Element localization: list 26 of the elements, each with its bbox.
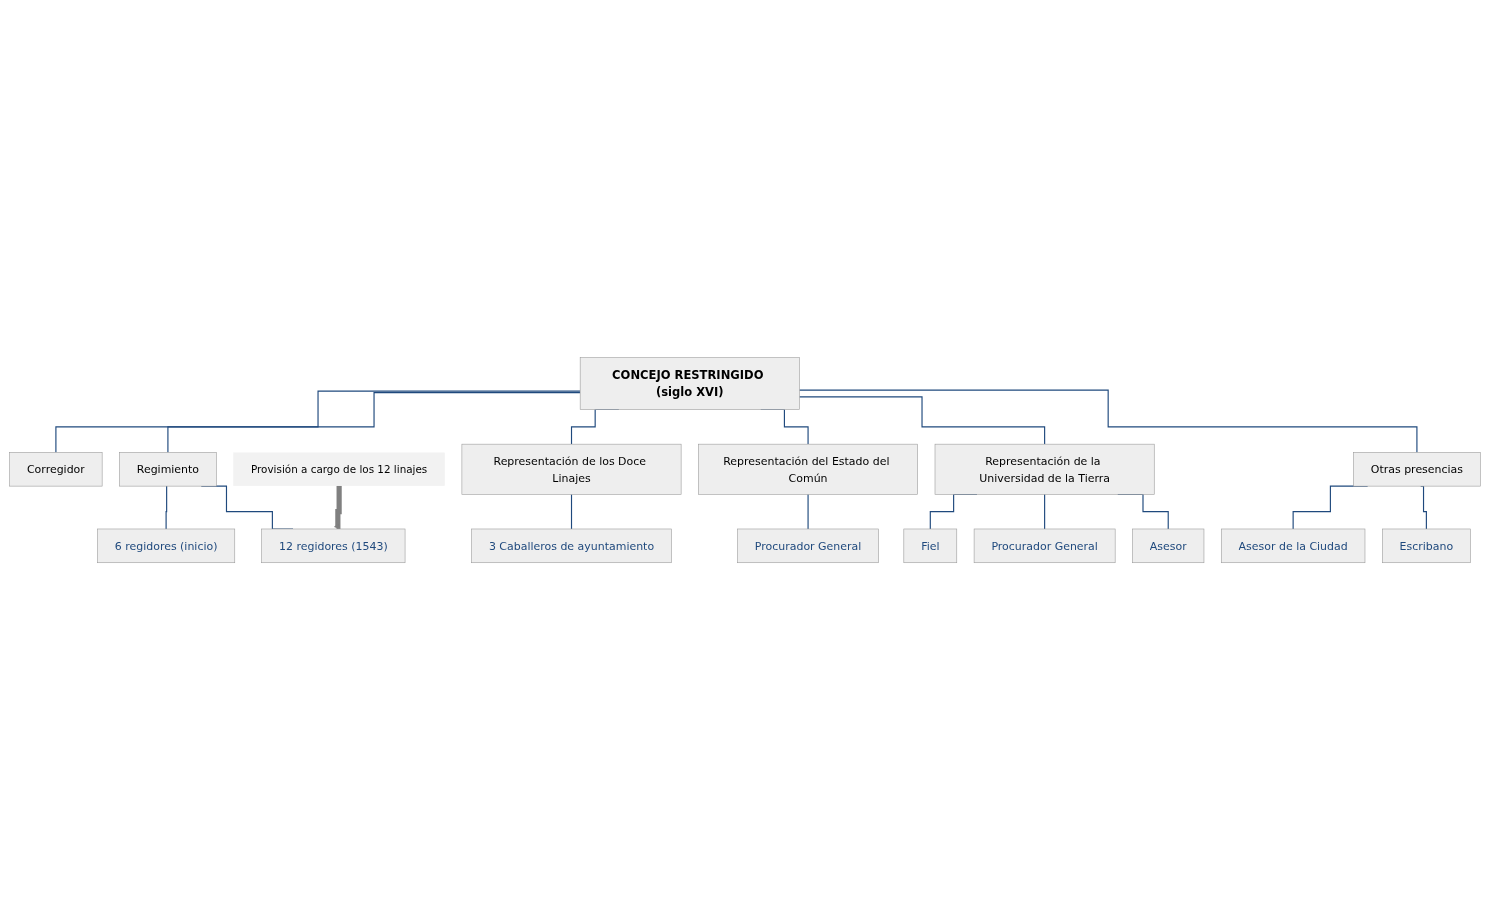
connector [55, 390, 581, 454]
node-box: Asesor de la Ciudad [1221, 529, 1366, 564]
node-box: Otras presencias [1353, 452, 1481, 487]
node-box: Corregidor [9, 452, 103, 487]
node-box: 3 Caballeros de ayuntamiento [471, 529, 672, 564]
node-box: Procurador General [737, 529, 879, 564]
node-box: 6 regidores (inicio) [97, 529, 236, 564]
node-box: CONCEJO RESTRINGIDO (siglo XVI) [579, 357, 800, 411]
connector [167, 392, 581, 454]
node-box: Escribano [1382, 529, 1471, 564]
node-box: Representación de los Doce Linajes [461, 444, 682, 495]
node-box: Regimiento [119, 452, 217, 487]
connector [570, 494, 573, 530]
node-box: Procurador General [973, 529, 1116, 564]
node-box: Fiel [903, 529, 958, 564]
connector [1420, 485, 1427, 530]
node-box: Provisión a cargo de los 12 linajes [233, 452, 445, 487]
connector [807, 494, 809, 530]
node-box: 12 regidores (1543) [261, 529, 406, 564]
node-box: Representación de la Universidad de la Tierra [934, 444, 1155, 495]
connector [798, 396, 1046, 446]
connector [165, 485, 168, 530]
node-box: Asesor [1132, 529, 1205, 564]
connector [798, 389, 1418, 454]
node-box: Representación del Estado del Común [698, 444, 918, 495]
connector [1044, 494, 1046, 530]
